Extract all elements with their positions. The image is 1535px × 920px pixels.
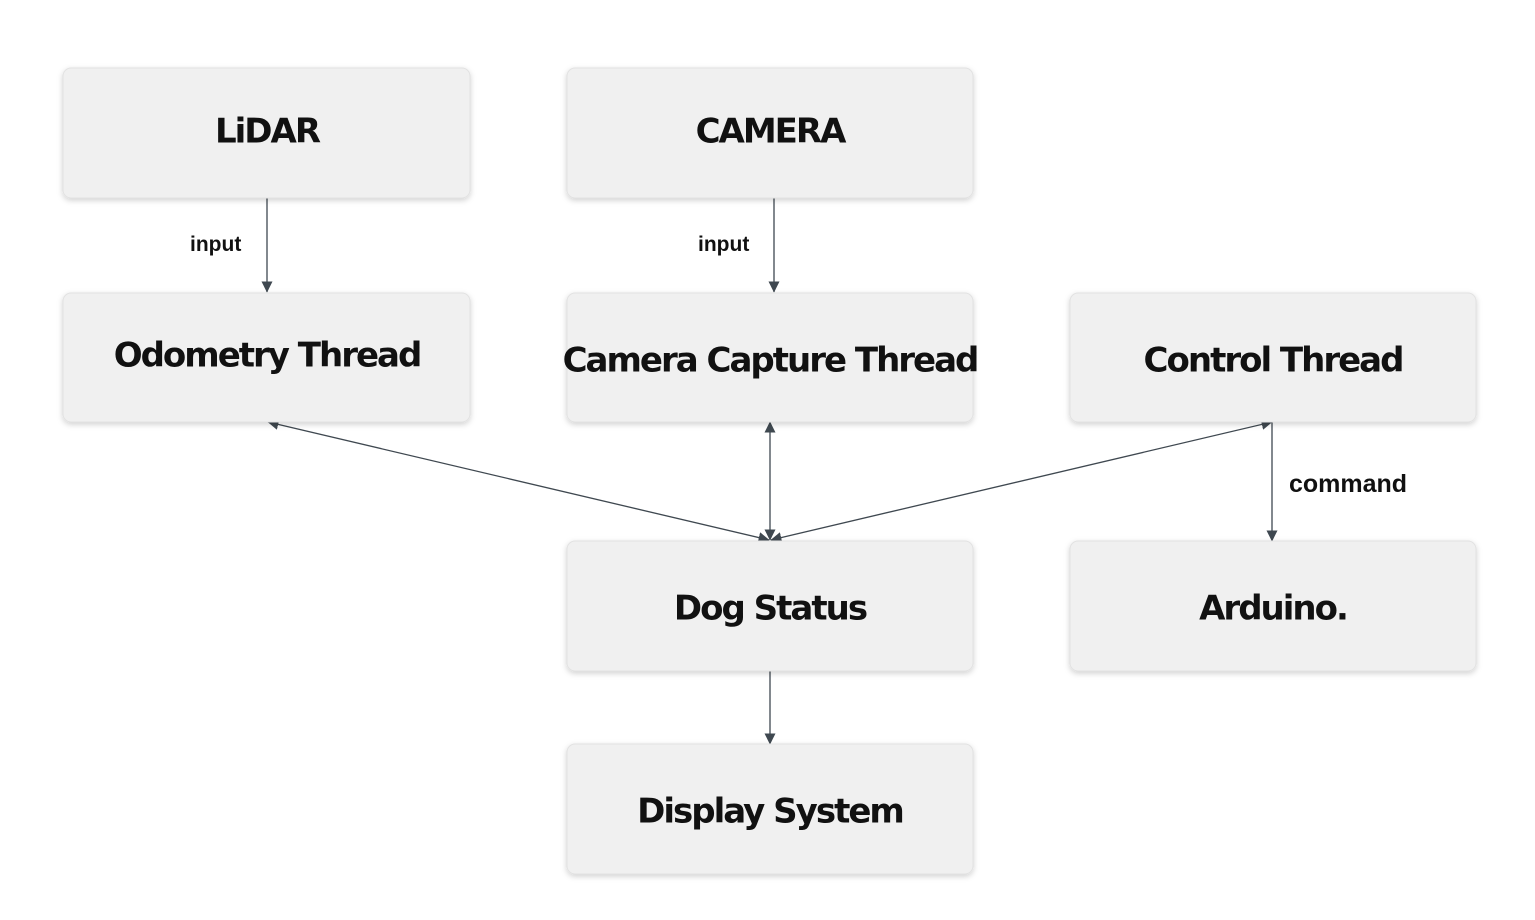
- node-dog-status-label: Dog Status: [674, 589, 867, 629]
- node-dog-status: Dog Status: [566, 540, 974, 672]
- node-odometry-thread-label: Odometry Thread: [114, 336, 421, 376]
- node-camera: CAMERA: [566, 67, 974, 199]
- edge-label-camera-input: input: [698, 233, 749, 256]
- node-camera-label: CAMERA: [696, 112, 848, 152]
- edge-odometry-dogstatus: [267, 419, 770, 543]
- node-lidar: LiDAR: [62, 67, 471, 199]
- node-control-thread: Control Thread: [1069, 292, 1477, 423]
- edge-label-command: command: [1289, 470, 1407, 498]
- edge-labels: input input command: [190, 233, 1407, 498]
- node-arduino: Arduino.: [1069, 540, 1477, 672]
- node-display-system-label: Display System: [637, 792, 903, 832]
- node-control-thread-label: Control Thread: [1144, 341, 1403, 381]
- edge-label-lidar-input: input: [190, 233, 241, 256]
- node-camera-capture-thread: Camera Capture Thread: [563, 292, 979, 423]
- node-odometry-thread: Odometry Thread: [62, 292, 471, 423]
- node-display-system: Display System: [566, 743, 974, 875]
- node-lidar-label: LiDAR: [215, 112, 321, 152]
- edge-control-dogstatus: [770, 419, 1273, 543]
- node-arduino-label: Arduino.: [1199, 589, 1347, 629]
- edges: [261, 198, 1278, 745]
- node-camera-capture-thread-label: Camera Capture Thread: [563, 341, 978, 381]
